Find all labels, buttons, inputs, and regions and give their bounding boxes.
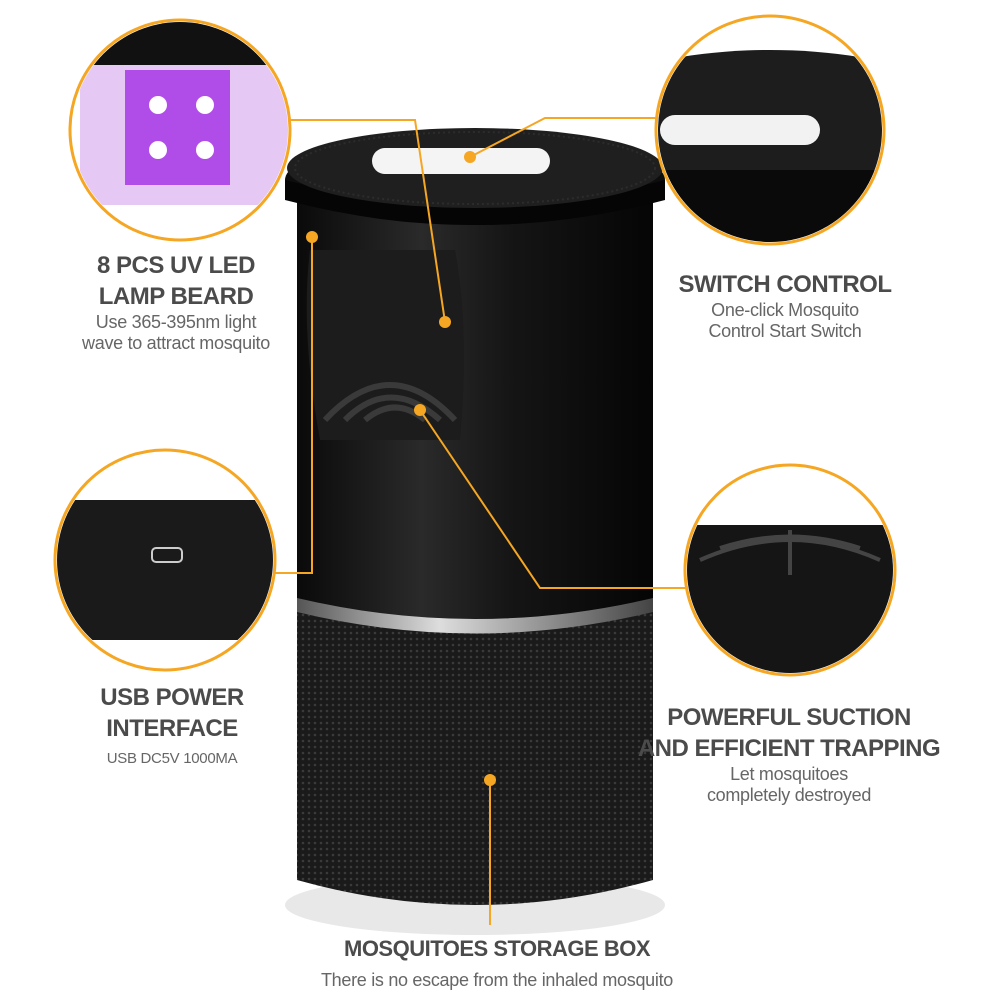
uv-led-label: 8 PCS UV LED LAMP BEARD Use 365-395nm li… — [82, 252, 270, 353]
uv-led-closeup — [72, 22, 288, 238]
switch-button-illustration — [372, 148, 550, 174]
usb-label: USB POWER INTERFACE USB DC5V 1000MA — [100, 684, 244, 767]
switch-label: SWITCH CONTROL One-click Mosquito Contro… — [678, 271, 892, 341]
storage-label: MOSQUITOES STORAGE BOX There is no escap… — [320, 936, 674, 990]
callout-lines — [275, 117, 687, 925]
fan-closeup — [687, 467, 893, 673]
mosquito-lamp-device — [285, 128, 665, 935]
callout-dots — [306, 151, 496, 786]
usb-closeup — [57, 452, 273, 668]
suction-label: POWERFUL SUCTION AND EFFICIENT TRAPPING … — [637, 704, 941, 805]
